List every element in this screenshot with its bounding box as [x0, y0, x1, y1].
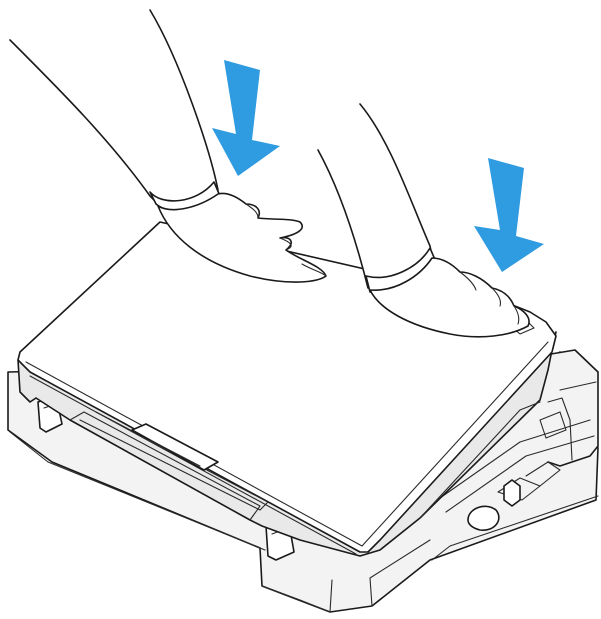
push-down-arrow-left: [212, 60, 280, 176]
down-arrow-icon: [474, 158, 544, 272]
down-arrow-icon: [212, 60, 280, 176]
push-down-arrow-right: [474, 158, 544, 272]
